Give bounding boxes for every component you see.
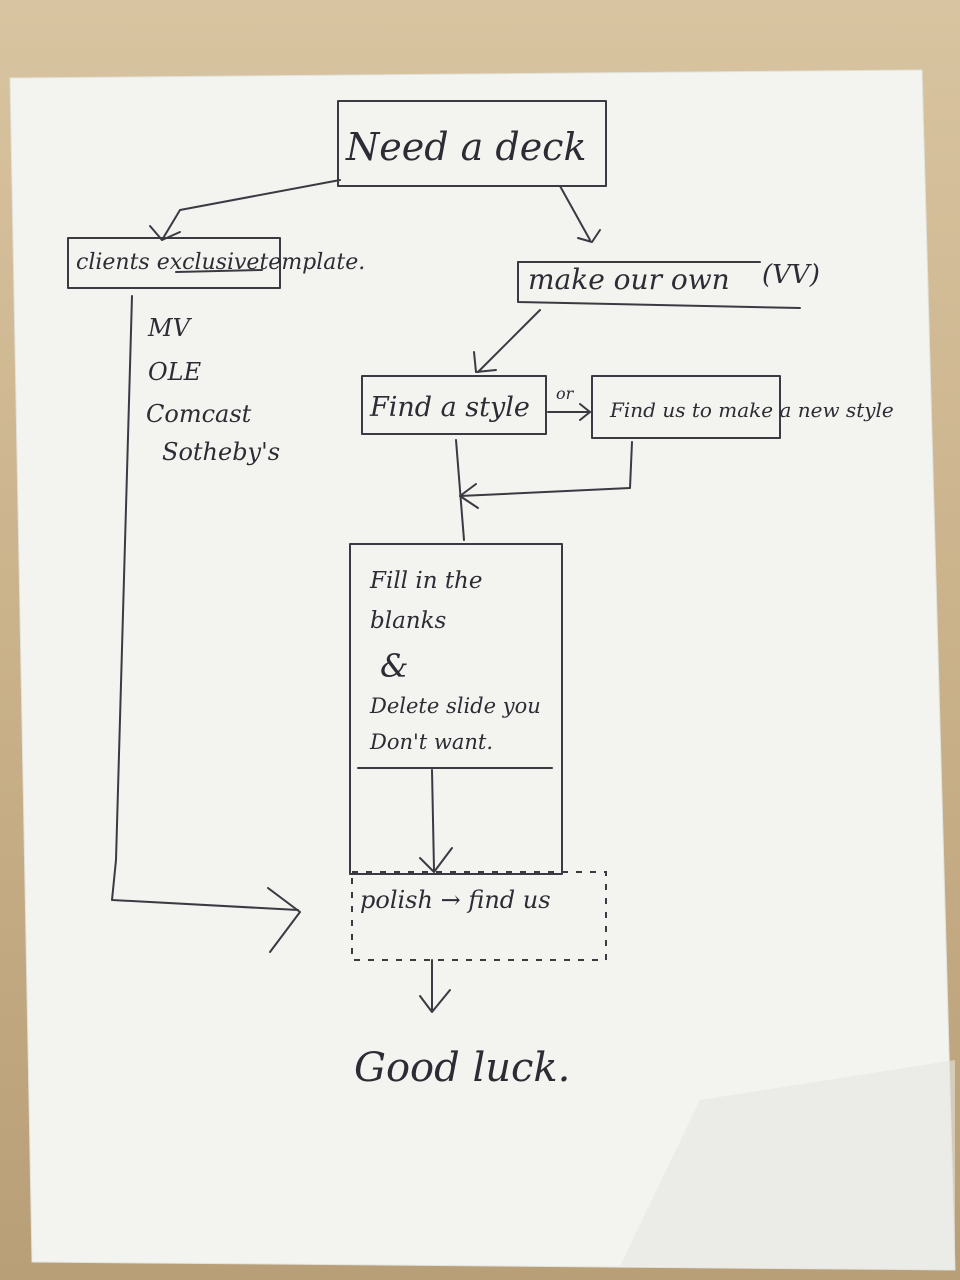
fill-blanks-line4: Delete slide you [370, 694, 541, 718]
find-us-join-head [459, 483, 479, 509]
find-us-join [459, 441, 633, 497]
fill-blanks-line2: blanks [370, 608, 447, 634]
clients-word: clients [76, 250, 157, 275]
fill-blanks-box [349, 543, 563, 875]
fill-blanks-line5: Don't want. [370, 730, 494, 754]
or-label: or [556, 384, 574, 403]
make-own-note: (VV) [762, 260, 820, 290]
polish-box [351, 871, 607, 961]
find-style-text: Find a style [370, 392, 530, 423]
find-style-box [361, 375, 547, 435]
strike-through [175, 269, 263, 273]
fill-to-polish-head [419, 847, 453, 873]
exclusive-struck-word: exclusive [156, 250, 260, 275]
good-luck-text: Good luck. [354, 1045, 571, 1091]
client-list-mv: MV [148, 314, 190, 342]
make-own-text: make our own [528, 263, 730, 296]
template-word: template. [259, 250, 366, 275]
arrow-to-find-style-head [473, 351, 497, 373]
client-list-comcast: Comcast [146, 400, 252, 428]
fill-blanks-line1: Fill in the [370, 568, 483, 594]
make-own-underline [517, 261, 801, 309]
clients-template-text: clients exclusivetemplate. [76, 252, 365, 274]
client-list-sothebys: Sotheby's [162, 438, 281, 466]
client-list-ole: OLE [148, 358, 202, 386]
find-us-style-box [591, 375, 781, 439]
clients-template-box [67, 237, 281, 289]
need-deck-text: Need a deck [346, 125, 587, 169]
or-arrow-head [579, 403, 591, 421]
arrow-to-clients-head [149, 225, 181, 241]
polish-to-goodluck-head [419, 989, 451, 1013]
arrow-to-clients [161, 179, 341, 241]
fill-to-polish [431, 769, 435, 871]
arrow-to-find-style [477, 309, 541, 373]
clients-bypass-line [111, 295, 299, 911]
polish-text: polish → find us [360, 886, 551, 914]
fill-blanks-ampersand: & [380, 647, 409, 685]
find-style-down [455, 439, 465, 541]
need-deck-box [337, 100, 607, 187]
find-us-style-text: Find us to make a new style [610, 398, 894, 422]
clients-bypass-head [267, 887, 301, 953]
arrow-to-make-own [559, 185, 591, 241]
arrow-to-make-own-head [577, 229, 601, 243]
